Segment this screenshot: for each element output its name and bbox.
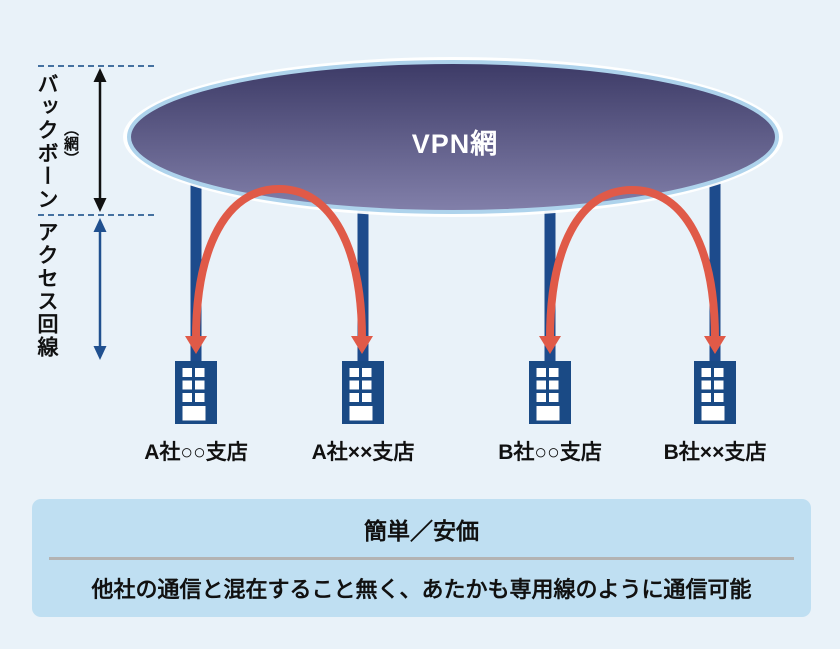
summary-divider (49, 557, 794, 560)
arc-arrow-head-icon (185, 336, 207, 354)
vpn-cloud-label: VPN網 (411, 129, 499, 159)
summary-title: 簡単／安価 (364, 518, 479, 544)
building-window (362, 368, 372, 377)
building-window (362, 380, 372, 390)
backbone-label: バックボーン (35, 73, 58, 211)
backbone-arrow-head-up-icon (93, 68, 107, 82)
access-line-label: アクセス回線 (35, 221, 58, 359)
access-line-1 (190, 145, 202, 366)
building-window (195, 393, 205, 402)
building-door (182, 406, 206, 421)
summary-panel: 簡単／安価 他社の通信と混在すること無く、あたかも専用線のように通信可能 (32, 499, 811, 617)
backbone-range-arrow (93, 68, 107, 212)
building-window (549, 393, 559, 402)
arc-path (192, 184, 366, 340)
building-door (701, 406, 725, 421)
building-window (714, 393, 724, 402)
access-range-arrow (93, 218, 107, 360)
access-arrow-head-up-icon (93, 218, 107, 232)
building-window (536, 368, 546, 377)
building-icon-3 (529, 361, 571, 424)
arc-arrow-head-icon (704, 336, 726, 354)
building-door (536, 406, 560, 421)
building-window (536, 380, 546, 390)
building-window (701, 368, 711, 377)
communication-arc-a (185, 184, 373, 354)
arc-path (546, 185, 719, 340)
building-window (701, 380, 711, 390)
backbone-arrow-head-down-icon (93, 198, 107, 212)
building-window (549, 368, 559, 377)
arc-arrow-head-icon (539, 336, 561, 354)
building-window (349, 393, 359, 402)
access-line-3 (544, 145, 556, 366)
building-door (349, 406, 373, 421)
building-window (362, 393, 372, 402)
building-window (182, 368, 192, 377)
arc-arrow-head-icon (351, 336, 373, 354)
building-window (195, 368, 205, 377)
building-window (182, 380, 192, 390)
building-window (714, 368, 724, 377)
building-window (536, 393, 546, 402)
building-window (714, 380, 724, 390)
building-window (549, 380, 559, 390)
communication-arc-b (539, 185, 726, 354)
station-label-a1: A社○○支店 (144, 441, 248, 464)
station-label-b2: B社××支店 (663, 441, 767, 464)
building-icon-1 (175, 361, 217, 424)
station-label-a2: A社××支店 (311, 441, 415, 464)
building-icon-2 (342, 361, 384, 424)
building-window (195, 380, 205, 390)
vpn-cloud (127, 60, 779, 214)
building-window (349, 368, 359, 377)
building-window (701, 393, 711, 402)
access-line-4 (709, 145, 721, 366)
access-arrow-head-down-icon (93, 346, 107, 360)
building-icon-4 (694, 361, 736, 424)
building-window (182, 393, 192, 402)
building-window (349, 380, 359, 390)
backbone-paren-label: （網） (62, 121, 79, 166)
summary-description: 他社の通信と混在すること無く、あたかも専用線のように通信可能 (91, 577, 752, 602)
station-label-b1: B社○○支店 (498, 441, 602, 464)
access-line-2 (357, 145, 369, 366)
